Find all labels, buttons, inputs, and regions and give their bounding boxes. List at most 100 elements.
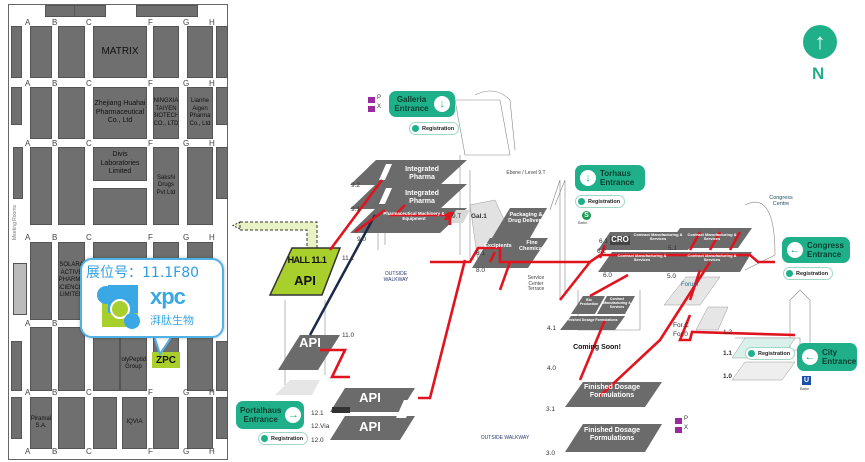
hall-12-1[interactable]	[330, 388, 415, 412]
booth[interactable]	[30, 87, 52, 139]
column-label: C	[86, 447, 92, 456]
level-label: 8.1	[476, 250, 486, 257]
column-label: H	[209, 18, 215, 27]
booth-divis[interactable]: Divis Laboratories Limited	[93, 147, 147, 181]
hall-label: Contract Manufacturing & Services	[633, 232, 683, 242]
level-label: Gal.1	[471, 213, 487, 220]
column-label: H	[209, 388, 215, 397]
booth[interactable]	[153, 397, 179, 449]
hall-4-1-bio[interactable]	[571, 296, 605, 314]
registration-icon	[412, 125, 419, 132]
booth[interactable]	[93, 337, 120, 391]
booth[interactable]	[58, 87, 85, 139]
registration-label: Registration	[588, 198, 621, 205]
hall-label-cro: CRO	[610, 235, 630, 245]
booth-piramal[interactable]: Piramal S.A.	[30, 397, 52, 449]
booth[interactable]	[216, 26, 228, 78]
booth-iqvia[interactable]: IQVIA	[122, 397, 147, 449]
registration-badge[interactable]: Registration	[745, 347, 796, 360]
torhaus-entrance[interactable]: ↓ Torhaus Entrance	[575, 165, 645, 191]
column-label: G	[183, 18, 190, 27]
booth-matrix[interactable]: MATRIX	[93, 26, 147, 78]
booth[interactable]	[11, 397, 22, 439]
booth[interactable]	[58, 327, 85, 391]
booth[interactable]	[216, 341, 228, 391]
hall-6-0[interactable]	[598, 252, 700, 272]
hall-3-0[interactable]	[565, 424, 662, 452]
registration-badge[interactable]: Registration	[258, 432, 309, 445]
booth-ningxia[interactable]: NINGXIA TAIYEN BIOTECH CO., LTD	[153, 87, 179, 139]
registration-badge[interactable]: Registration	[783, 267, 834, 280]
booth[interactable]	[216, 147, 228, 199]
galleria-entrance[interactable]: Galleria Entrance ↓	[389, 91, 455, 117]
registration-label: Registration	[422, 125, 455, 132]
booth[interactable]	[13, 147, 23, 199]
booth[interactable]	[58, 147, 85, 225]
column-label: F	[148, 388, 153, 397]
booth[interactable]	[58, 397, 85, 449]
booth[interactable]	[136, 5, 198, 17]
booth[interactable]	[11, 341, 22, 391]
booth[interactable]	[30, 26, 52, 78]
hall-label: Finished Dosage Formulations	[583, 427, 640, 442]
booth[interactable]	[30, 147, 52, 225]
city-entrance[interactable]: ← City Entrance	[797, 343, 857, 371]
hall-12-0[interactable]	[330, 416, 415, 440]
hall-link-arrow[interactable]	[231, 221, 318, 249]
hall-11-0[interactable]	[278, 335, 340, 370]
congress-entrance[interactable]: ← Congress Entrance	[782, 237, 850, 263]
booth[interactable]	[187, 147, 213, 225]
entrance-label: Portalhaus Entrance	[240, 405, 282, 424]
column-label: F	[148, 139, 153, 148]
registration-badge[interactable]: Registration	[575, 195, 626, 208]
booth[interactable]	[216, 397, 228, 439]
hall-5-1[interactable]	[666, 228, 752, 248]
booth[interactable]	[58, 26, 85, 78]
north-arrow-icon: ↑	[803, 25, 837, 59]
hall-5-0[interactable]	[672, 252, 752, 272]
hall-8-1-packaging[interactable]	[492, 208, 547, 238]
booth[interactable]	[74, 5, 106, 17]
booth-polypeptide[interactable]: PolyPeptide Group	[120, 337, 147, 391]
booth-lianhe[interactable]: Lianhe Aigen Pharma Co., Ltd	[187, 87, 213, 139]
s-bahn-icon: S	[582, 211, 591, 220]
north-label: N	[812, 64, 825, 83]
hall-label: API	[359, 419, 381, 434]
arrow-left-icon: ←	[802, 349, 818, 365]
booth[interactable]	[93, 188, 147, 225]
column-label: C	[86, 139, 92, 148]
column-label: G	[183, 79, 190, 88]
booth-sakshi[interactable]: Sakshi Drugs Pvt Ltd	[153, 147, 179, 225]
booth[interactable]	[30, 327, 52, 391]
hall-4-1-contract[interactable]	[597, 296, 635, 314]
booth[interactable]	[93, 397, 117, 449]
registration-badge[interactable]: Registration	[409, 122, 460, 135]
portalhaus-entrance[interactable]: Portalhaus Entrance →	[236, 401, 304, 429]
level-label: 9.2	[351, 182, 361, 189]
booth[interactable]	[11, 87, 22, 125]
column-label: H	[209, 79, 215, 88]
level-label: 1.2	[723, 329, 733, 336]
booth[interactable]	[13, 263, 27, 315]
booth[interactable]	[11, 26, 22, 78]
booth[interactable]	[187, 397, 213, 449]
booth[interactable]	[187, 26, 213, 78]
hall-4-1-fdf[interactable]	[560, 316, 625, 330]
booth[interactable]	[187, 337, 213, 391]
zpc-booth-badge[interactable]: ZPC	[152, 352, 180, 368]
booth[interactable]	[216, 87, 228, 125]
booth[interactable]	[153, 26, 179, 78]
level-label: 1.0	[723, 373, 733, 380]
hall-9-2[interactable]	[350, 160, 467, 185]
booth[interactable]	[30, 242, 52, 320]
walkway-routes	[320, 179, 796, 400]
hall-11-1[interactable]	[268, 247, 342, 296]
hall-9-1[interactable]	[350, 184, 467, 209]
service-legend-icon	[675, 427, 682, 433]
legend-label: P	[377, 95, 382, 101]
hall-3-1[interactable]	[565, 382, 662, 407]
level-label: 11.1	[342, 255, 355, 262]
booth-zhejiang-huahai[interactable]: Zhejiang Huahai Pharmaceutical Co., Ltd	[93, 87, 147, 139]
column-label: A	[25, 139, 31, 148]
booth-number: 展位号：11.1F80	[86, 265, 200, 281]
